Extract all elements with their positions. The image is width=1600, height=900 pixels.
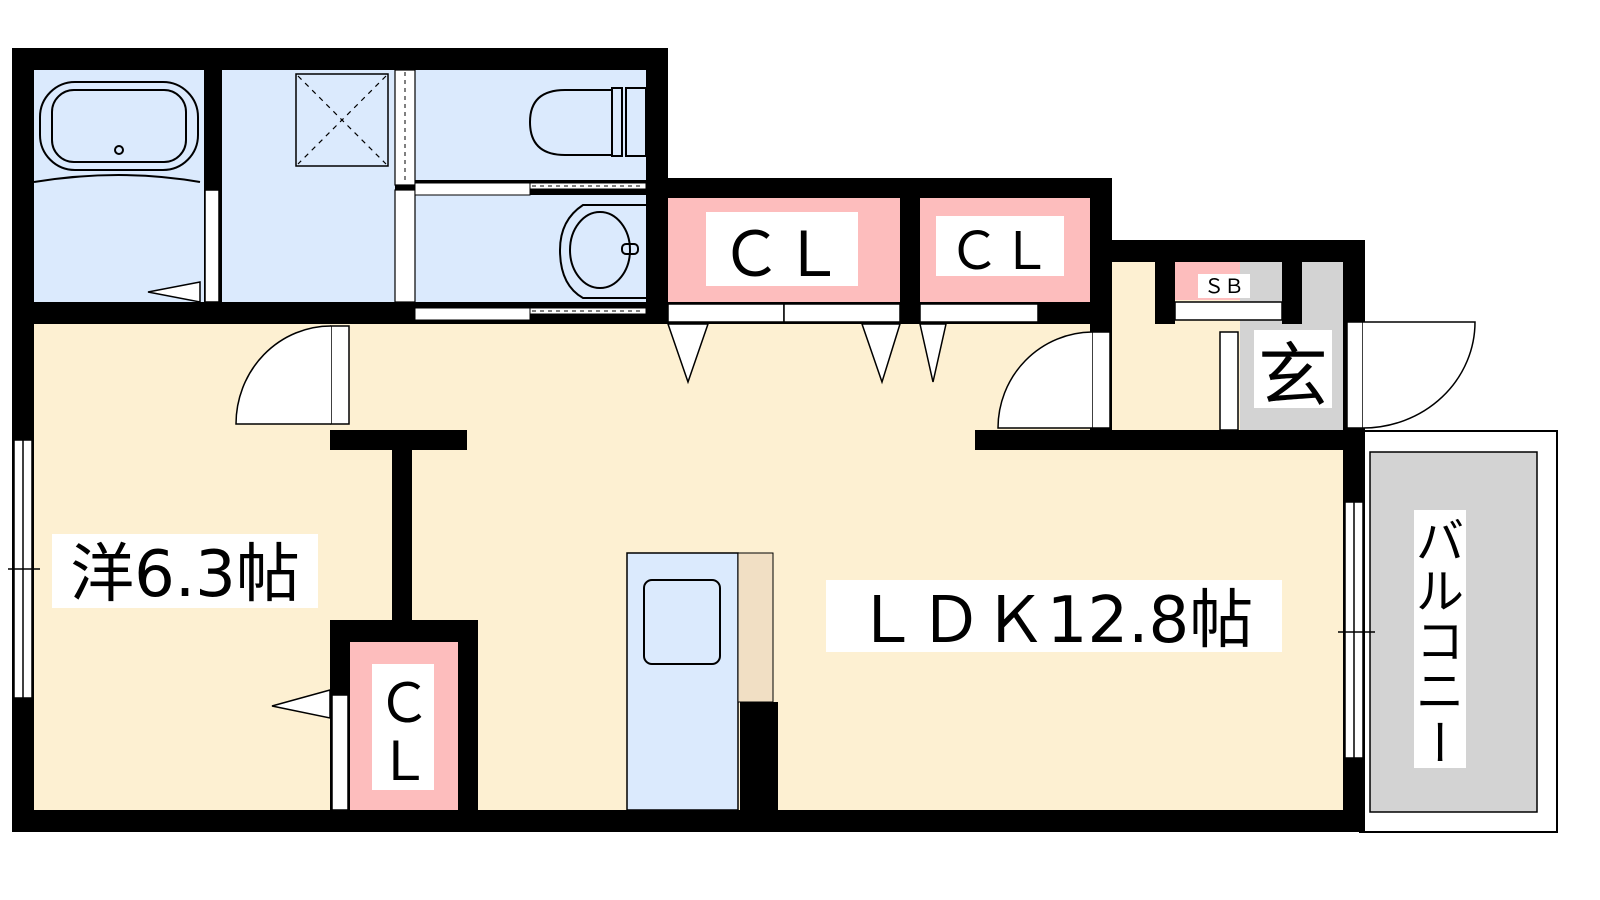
closet-bottom-door[interactable] [331, 694, 349, 811]
sliding-door[interactable] [414, 182, 647, 321]
kitchen-side [737, 552, 774, 703]
sink-door[interactable] [394, 189, 416, 303]
closet-label: ＣＬ [720, 218, 844, 291]
balcony-label: バ ル コ ニ ー [1410, 514, 1466, 766]
arrow-icon [666, 323, 947, 385]
closet-label: Ｃ [377, 672, 431, 735]
arrow-icon [271, 689, 331, 719]
entrance-label: 玄 [1258, 335, 1328, 417]
washroom [222, 70, 395, 302]
balcony-label-char: ル [1416, 564, 1464, 620]
toilet-icon [528, 87, 647, 157]
shoe-box-label: ＳＢ [1204, 274, 1244, 298]
ldk-door[interactable] [997, 331, 1111, 429]
balcony-label-char: バ [1416, 514, 1464, 570]
western-room-label: 洋6.3帖 [70, 538, 300, 612]
windows [8, 439, 1375, 759]
ldk-label: ＬＤＫ12.8帖 [855, 584, 1254, 658]
front-door[interactable] [1346, 321, 1476, 429]
toilet-door[interactable] [394, 69, 416, 186]
bathtub-icon [33, 81, 201, 183]
entrance-step [1219, 331, 1239, 431]
bathroom [34, 70, 204, 302]
washing-machine-pan-icon [295, 73, 389, 167]
balcony-label-char: ー [1410, 718, 1466, 766]
western-room-door[interactable] [235, 325, 350, 425]
balcony-label-char: コ [1416, 614, 1464, 670]
closet-doors[interactable] [667, 301, 1283, 323]
washbasin-icon [558, 204, 646, 299]
closet-label: Ｌ [377, 730, 431, 793]
balcony-label-char: ニ [1416, 664, 1464, 720]
bath-door[interactable] [204, 189, 220, 303]
closet-label: ＣＬ [948, 222, 1052, 282]
entry-arrow-icon [147, 281, 201, 303]
kitchen-sink-icon [643, 579, 721, 665]
